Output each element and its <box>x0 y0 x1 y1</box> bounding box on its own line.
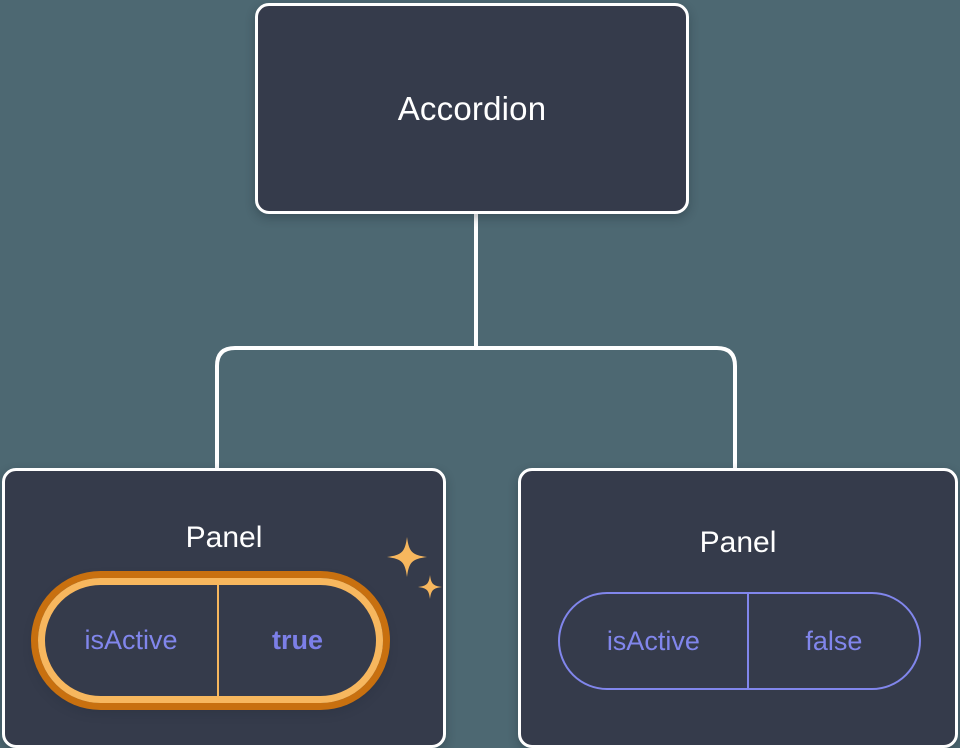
prop-value: false <box>746 594 919 688</box>
prop-pill-isactive-true[interactable]: isActive true <box>38 578 383 703</box>
prop-pill-isactive-false[interactable]: isActive false <box>558 592 921 690</box>
node-panel-inactive-label: Panel <box>699 526 777 559</box>
node-accordion-label: Accordion <box>397 90 547 127</box>
prop-key: isActive <box>606 625 700 656</box>
prop-key: isActive <box>84 625 178 655</box>
prop-value: true <box>217 585 376 696</box>
edge-bus <box>215 346 737 468</box>
node-panel-active-label: Panel <box>185 521 263 554</box>
node-accordion[interactable]: Accordion <box>255 3 689 214</box>
